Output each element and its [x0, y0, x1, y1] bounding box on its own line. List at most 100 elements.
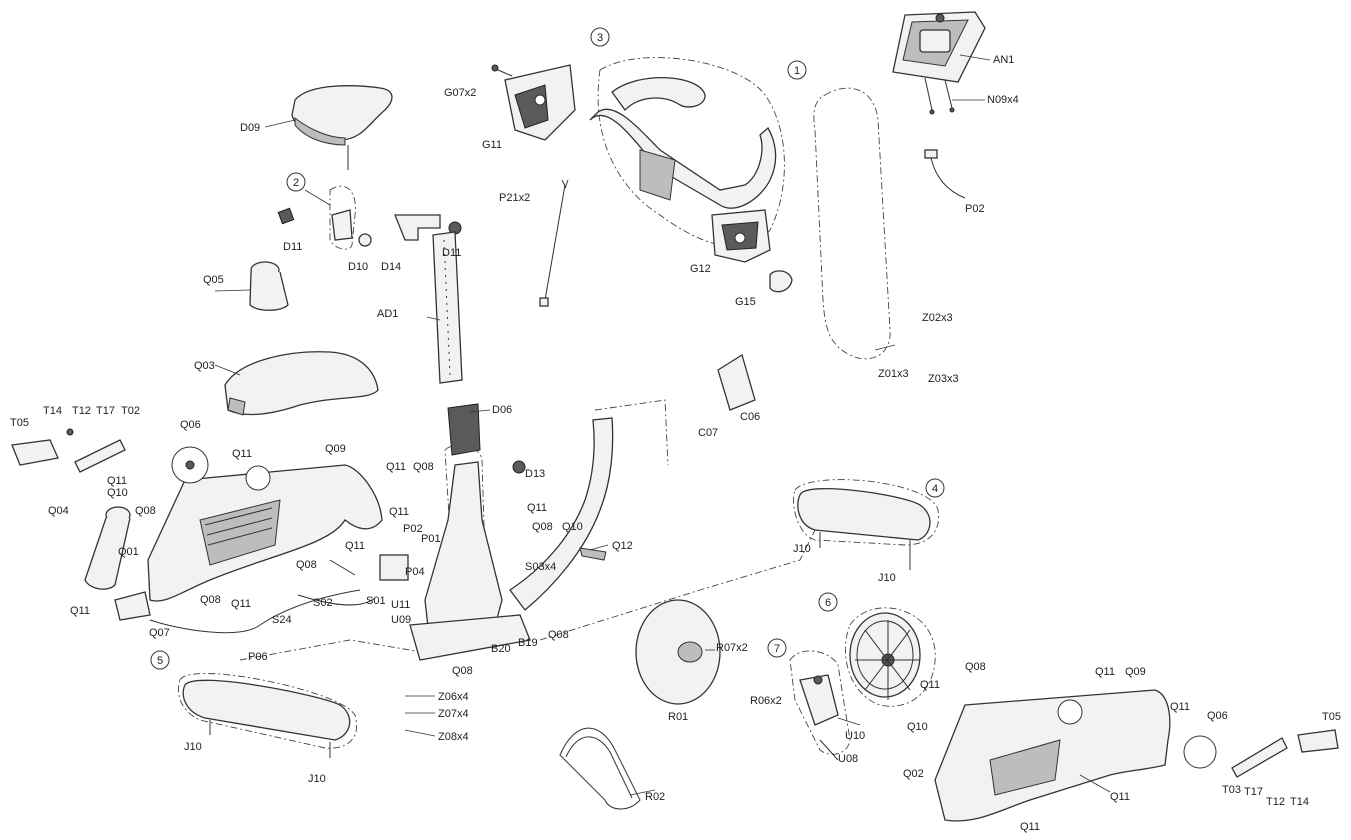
label-d11-right: D11 [442, 247, 461, 259]
label-q08-mid: Q08 [532, 521, 553, 533]
label-s24: S24 [272, 614, 292, 626]
label-q11-right-b: Q11 [1095, 666, 1115, 678]
label-r07x2: R07x2 [716, 642, 748, 654]
label-g11: G11 [482, 139, 502, 151]
label-d14: D14 [381, 261, 401, 273]
label-q11-center: Q11 [386, 461, 406, 473]
label-t17-right: T17 [1244, 786, 1263, 798]
seat-post-ad1 [432, 231, 463, 384]
label-d13: D13 [525, 468, 545, 480]
crank-right [1183, 729, 1339, 778]
label-q11-left: Q11 [107, 475, 127, 487]
label-r02: R02 [645, 791, 665, 803]
label-j10-rear-right: J10 [308, 773, 326, 785]
label-t12-right: T12 [1266, 796, 1285, 808]
label-p04: P04 [405, 566, 425, 578]
label-q11-bottom-left: Q11 [231, 598, 251, 610]
belt-r02 [559, 727, 641, 810]
callout-3: 3 [597, 32, 603, 44]
label-z02x3: Z02x3 [922, 312, 953, 324]
label-q08-center: Q08 [413, 461, 434, 473]
console-an1 [892, 11, 986, 115]
tube-q04 [84, 506, 131, 590]
label-q04: Q04 [48, 505, 69, 517]
outline-group-3 [597, 57, 785, 247]
label-q11-top: Q11 [232, 448, 252, 460]
label-t17-left: T17 [96, 405, 115, 417]
cover-q02-right [934, 689, 1171, 822]
label-r01: R01 [668, 711, 688, 723]
idler-arm [799, 674, 839, 761]
seat-d09 [291, 85, 393, 170]
label-q06-left: Q06 [180, 419, 201, 431]
outline-group-6 [844, 607, 936, 707]
main-frame [409, 417, 614, 661]
crank-left [11, 428, 209, 484]
label-q10-mid: Q10 [562, 521, 583, 533]
label-t12-left: T12 [72, 405, 91, 417]
label-j10-front-right: J10 [878, 572, 896, 584]
label-n09x4: N09x4 [987, 94, 1019, 106]
label-u10: U10 [845, 730, 865, 742]
label-q05: Q05 [203, 274, 224, 286]
seat-slider-parts [277, 207, 462, 247]
label-u08: U08 [838, 753, 858, 765]
label-s02: S02 [313, 597, 333, 609]
label-q03: Q03 [194, 360, 215, 372]
cable-p02-top [924, 149, 966, 199]
label-d11-left: D11 [283, 241, 302, 253]
label-q08-bottom-left: Q08 [200, 594, 221, 606]
bracket-q07 [114, 591, 151, 621]
label-r06x2: R06x2 [750, 695, 782, 707]
label-c06: C06 [740, 411, 760, 423]
label-q10-left: Q10 [107, 487, 128, 499]
label-s01: S01 [366, 595, 386, 607]
label-p02-top: P02 [965, 203, 985, 215]
outline-group-5 [178, 673, 357, 749]
leader-lines [214, 54, 1111, 796]
outline-group-7 [789, 650, 851, 755]
flywheel-r01 [635, 599, 721, 705]
callout-5: 5 [157, 655, 163, 667]
group-outlines [178, 57, 940, 755]
label-q06-right: Q06 [1207, 710, 1228, 722]
sensor-s01 [297, 554, 409, 606]
label-q08-base: Q08 [452, 665, 473, 677]
callout-circles: 1 2 3 4 5 6 7 [150, 27, 945, 670]
label-t05-right: T05 [1322, 711, 1341, 723]
cover-q05 [249, 261, 289, 311]
outline-group-4 [793, 479, 940, 546]
outline-group-1 [813, 87, 891, 360]
label-t02: T02 [121, 405, 140, 417]
label-q07: Q07 [149, 627, 170, 639]
pulley-wheel [849, 612, 921, 700]
label-q11-right-a: Q11 [920, 679, 940, 691]
label-q09-left: Q09 [325, 443, 346, 455]
label-q11-lower: Q11 [345, 540, 365, 552]
label-j10-rear-left: J10 [184, 741, 202, 753]
label-u11: U11 [391, 599, 410, 611]
stabilizer-rear [182, 679, 351, 758]
bracket-c06 [717, 353, 756, 411]
label-ad1: AD1 [377, 308, 398, 320]
label-t14-right: T14 [1290, 796, 1309, 808]
label-t03: T03 [1222, 784, 1241, 796]
label-q11-right-e: Q11 [1020, 821, 1040, 833]
label-q11-right-frame: Q11 [527, 502, 547, 514]
label-p02-mid: P02 [403, 523, 423, 535]
label-q12: Q12 [612, 540, 633, 552]
callout-6: 6 [825, 597, 831, 609]
label-d10: D10 [348, 261, 368, 273]
label-q08-left: Q08 [135, 505, 156, 517]
label-t14-left: T14 [43, 405, 62, 417]
label-z08x4: Z08x4 [438, 731, 469, 743]
label-p06: P06 [248, 651, 268, 663]
label-p01: P01 [421, 533, 441, 545]
part-labels: AN1 N09x4 P02 G07x2 G11 G12 G15 D09 D11 … [10, 54, 1341, 833]
label-c07: C07 [698, 427, 718, 439]
label-s03x4: S03x4 [525, 561, 556, 573]
label-d06: D06 [492, 404, 512, 416]
label-u09: U09 [391, 614, 411, 626]
label-q08-base-right: Q08 [548, 629, 569, 641]
label-z01x3: Z01x3 [878, 368, 909, 380]
